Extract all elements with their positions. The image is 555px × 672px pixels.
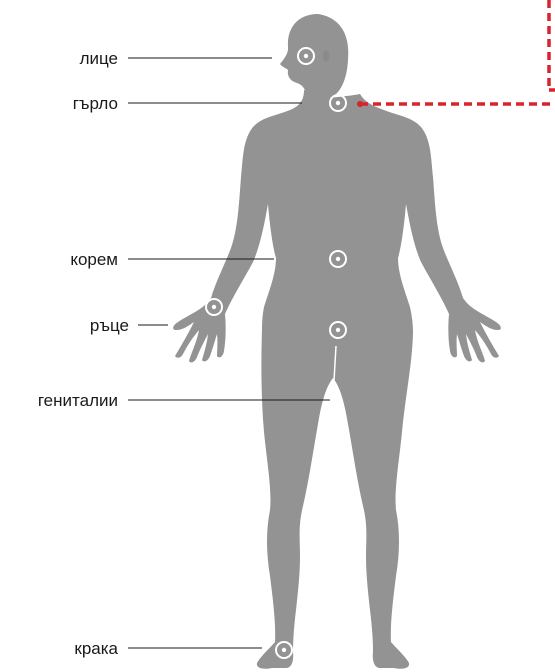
label-face: лице: [80, 49, 118, 68]
callout-start-dot: [357, 101, 363, 107]
label-feet: крака: [74, 639, 118, 658]
body-silhouette: [173, 14, 501, 669]
label-throat: гърло: [73, 94, 118, 113]
callout-path: [360, 0, 555, 104]
label-abdomen: корем: [70, 250, 118, 269]
legs-shape: [257, 330, 413, 669]
label-genitals: гениталии: [38, 391, 118, 410]
labels: лице гърло корем ръце гениталии крака: [38, 49, 129, 658]
label-hands: ръце: [90, 316, 129, 335]
ear-shape: [323, 50, 329, 62]
